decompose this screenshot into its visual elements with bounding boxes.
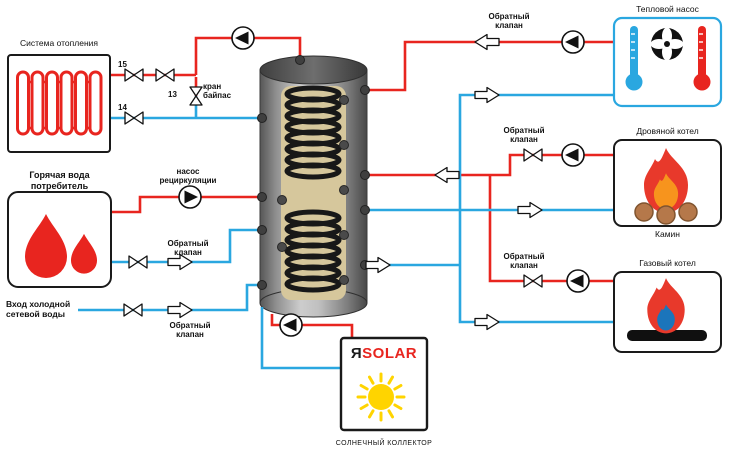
- check-valve-label: Обратный клапан: [152, 321, 228, 340]
- sun-icon: [356, 372, 406, 422]
- bypass-valve-label: кран байпас: [203, 82, 231, 101]
- valve-14-label: 14: [118, 103, 127, 112]
- tank-fittings: [277, 95, 349, 285]
- check-valve-label: Обратный клапан: [150, 239, 226, 258]
- solar-brand-rest: SOLAR: [362, 345, 418, 362]
- fan-icon: [650, 27, 684, 61]
- gas-boiler-label: Газовый котел: [639, 258, 696, 268]
- hot-water-label-line1: Горячая вода: [29, 170, 90, 180]
- bypass-valve-icon: [189, 86, 203, 106]
- heat-pump-label: Тепловой насос: [636, 4, 699, 14]
- check-valve-label-line2: клапан: [510, 135, 538, 145]
- gate-valve-icon: [124, 68, 144, 82]
- bypass-label-line2: байпас: [203, 91, 232, 101]
- check-valve-icon: [474, 33, 500, 51]
- heating-system-label: Система отопления: [20, 38, 98, 48]
- recirc-label-line1: насос: [176, 167, 200, 176]
- recirculation-pump-label: насос рециркуляции: [142, 167, 234, 186]
- recirculation-pump-icon: [178, 185, 202, 209]
- check-valve-label: Обратный клапан: [486, 126, 562, 145]
- solar-brand-first-letter: Я: [350, 345, 363, 362]
- solar-collector-caption: СОЛНЕЧНЫЙ КОЛЛЕКТОР: [335, 440, 433, 447]
- check-valve-icon: [474, 86, 500, 104]
- lower-coil-icon: [284, 209, 342, 293]
- radiator-icon: [16, 70, 103, 136]
- logs-icon: [634, 202, 698, 225]
- pump-icon: [231, 26, 255, 50]
- check-valve-icon: [365, 256, 391, 274]
- pump-icon: [561, 143, 585, 167]
- tank-ports: [257, 55, 370, 290]
- check-valve-label-line1: Обратный: [488, 12, 530, 21]
- valve-13-label: 13: [168, 90, 177, 99]
- thermometer-hot-icon: [693, 26, 711, 91]
- hot-water-consumer-label: Горячая вода потребитель: [8, 170, 111, 191]
- gate-valve-icon: [155, 68, 175, 82]
- check-valve-label-line2: клапан: [510, 261, 538, 271]
- recirc-label-line2: рециркуляции: [159, 176, 217, 186]
- check-valve-icon: [167, 301, 193, 319]
- gate-valve-icon: [523, 148, 543, 162]
- cold-inlet-label-line1: Вход холодной: [6, 299, 71, 309]
- check-valve-label-line2: клапан: [174, 248, 202, 258]
- solar-brand-logo: ЯSOLAR: [341, 345, 427, 363]
- hot-water-label-line2: потребитель: [30, 180, 89, 191]
- solar-pump-icon: [279, 313, 303, 337]
- wood-boiler-label: Дровяной котел: [636, 126, 699, 136]
- check-valve-label-line2: клапан: [495, 21, 523, 31]
- check-valve-label-line1: Обратный: [169, 321, 211, 330]
- check-valve-label-line2: клапан: [176, 330, 204, 340]
- thermometer-cold-icon: [625, 26, 643, 91]
- check-valve-label: Обратный клапан: [486, 252, 562, 271]
- gate-valve-icon: [128, 255, 148, 269]
- gas-flame-icon: [627, 278, 707, 341]
- valve-15-label: 15: [118, 60, 127, 69]
- pump-icon: [566, 269, 590, 293]
- upper-coil-icon: [284, 85, 342, 180]
- cold-inlet-label-line2: сетевой воды: [6, 309, 65, 320]
- gate-valve-icon: [124, 111, 144, 125]
- pump-icon: [561, 30, 585, 54]
- check-valve-icon: [434, 166, 460, 184]
- fireplace-label: Камин: [655, 229, 680, 239]
- bypass-label-line1: кран: [203, 82, 222, 91]
- cold-water-inlet-label: Вход холодной сетевой воды: [6, 299, 116, 319]
- check-valve-label-line1: Обратный: [503, 126, 545, 135]
- check-valve-icon: [474, 313, 500, 331]
- gate-valve-icon: [123, 303, 143, 317]
- check-valve-icon: [517, 201, 543, 219]
- buffer-tank: [259, 55, 368, 318]
- check-valve-label: Обратный клапан: [471, 12, 547, 31]
- check-valve-label-line1: Обратный: [503, 252, 545, 261]
- gate-valve-icon: [523, 274, 543, 288]
- check-valve-label-line1: Обратный: [167, 239, 209, 248]
